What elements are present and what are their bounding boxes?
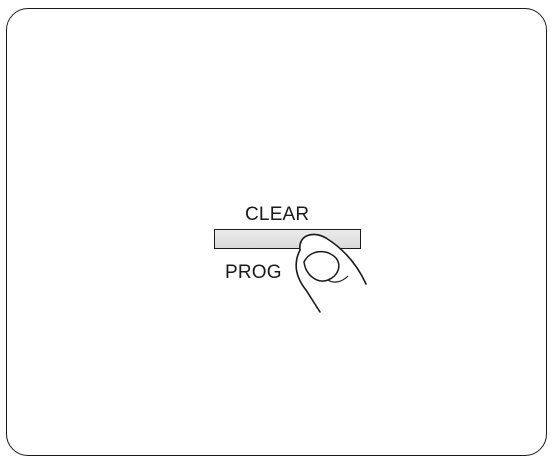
clear-label: CLEAR <box>245 205 309 224</box>
prog-label: PROG <box>225 263 282 282</box>
clear-prog-button[interactable] <box>214 229 361 249</box>
